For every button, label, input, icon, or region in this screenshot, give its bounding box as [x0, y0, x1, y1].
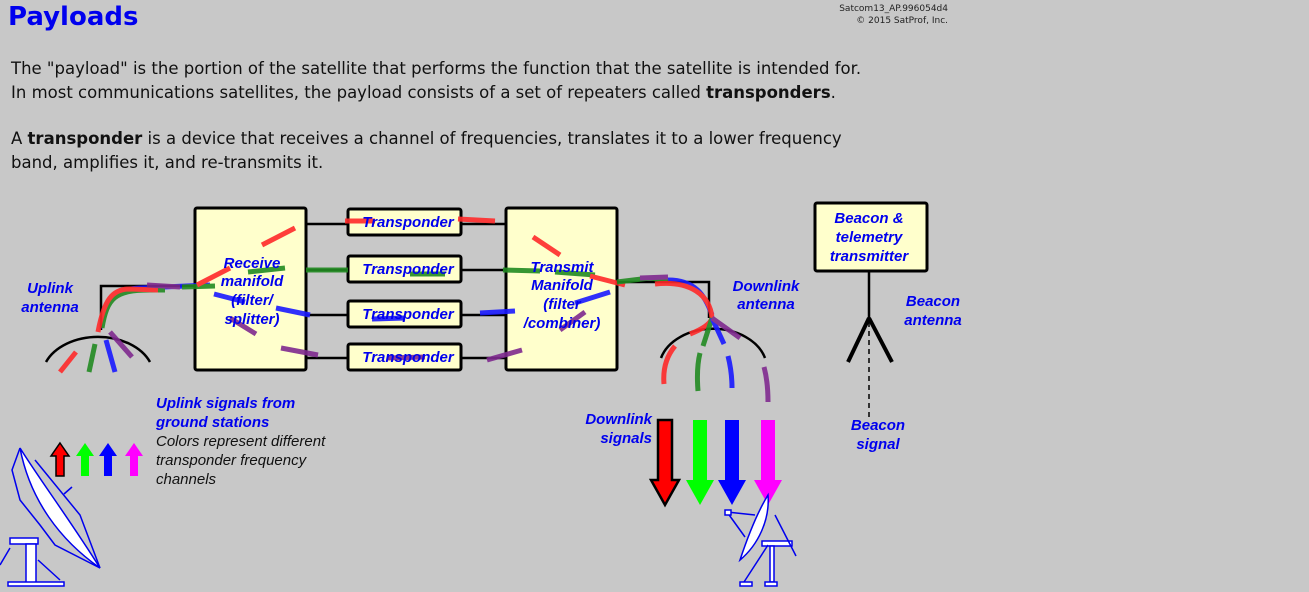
signal-paths: [58, 216, 771, 403]
svg-text:signals: signals: [600, 430, 652, 447]
svg-text:signal: signal: [856, 436, 900, 453]
ground-station-downlink-icon: [724, 492, 797, 587]
svg-text:Uplink signals from: Uplink signals from: [156, 395, 295, 412]
ground-station-uplink-icon: [0, 447, 101, 587]
definition-pre: A: [11, 129, 28, 148]
svg-text:antenna: antenna: [21, 299, 79, 316]
svg-text:/combiner): /combiner): [523, 315, 601, 332]
beacon-transmitter-box: [813, 201, 929, 273]
uplink-antenna-dish-icon: [44, 335, 152, 363]
transmit-manifold-box: [504, 206, 619, 372]
downlink-signals-label: Downlink signals: [585, 411, 652, 447]
term-transponder: transponder: [27, 129, 143, 148]
svg-text:Transmit: Transmit: [530, 259, 594, 276]
uplink-arrow-4: [125, 443, 143, 476]
intro-line-2-text: In most communications satellites, the p…: [11, 82, 707, 102]
intro-paragraph: The "payload" is the portion of the sate…: [11, 57, 861, 104]
svg-text:Downlink: Downlink: [585, 411, 652, 428]
svg-text:telemetry: telemetry: [836, 229, 903, 246]
downlink-arrow-3: [718, 420, 746, 505]
svg-text:Colors represent different: Colors represent different: [156, 433, 326, 450]
svg-text:Beacon &: Beacon &: [834, 210, 903, 227]
beacon-antenna-label: Beacon antenna: [904, 293, 962, 329]
page-title: Payloads: [8, 2, 139, 32]
term-transponders: transponders: [706, 82, 831, 102]
transponder-label-2: Transponder: [362, 261, 455, 278]
transponder-label-3: Transponder: [362, 306, 455, 323]
credit-id: Satcom13_AP.996054d4: [839, 4, 948, 14]
definition-line-1: A transponder is a device that receives …: [11, 127, 842, 151]
svg-text:Beacon: Beacon: [906, 293, 960, 310]
svg-text:Manifold: Manifold: [531, 277, 593, 294]
intro-line-2: In most communications satellites, the p…: [11, 81, 861, 105]
transponder-label-4: Transponder: [362, 349, 455, 366]
svg-text:antenna: antenna: [904, 312, 962, 329]
svg-text:Uplink: Uplink: [27, 280, 73, 297]
svg-text:Beacon: Beacon: [851, 417, 905, 434]
svg-text:Downlink: Downlink: [733, 278, 800, 295]
transponder-label-1: Transponder: [362, 214, 455, 231]
uplink-arrow-3: [99, 443, 117, 476]
beacon-antenna-icon: [846, 317, 894, 363]
credit-copyright: © 2015 SatProf, Inc.: [856, 16, 948, 26]
svg-text:manifold: manifold: [221, 273, 284, 290]
definition-line-2: band, amplifies it, and re-transmits it.: [11, 152, 324, 172]
svg-text:channels: channels: [156, 471, 217, 488]
beacon-box-label: Beacon & telemetry transmitter: [830, 210, 910, 265]
svg-text:Receive: Receive: [224, 255, 281, 272]
svg-text:transponder frequency: transponder frequency: [156, 452, 308, 469]
uplink-signals-caption: Uplink signals from ground stations Colo…: [155, 395, 326, 488]
uplink-antenna-label: Uplink antenna: [21, 280, 79, 316]
downlink-antenna-label: Downlink antenna: [733, 278, 800, 313]
svg-text:splitter): splitter): [224, 311, 279, 328]
svg-text:ground stations: ground stations: [155, 414, 269, 431]
svg-text:transmitter: transmitter: [830, 248, 910, 265]
credit-block: Satcom13_AP.996054d4 © 2015 SatProf, Inc…: [820, 3, 948, 27]
intro-line-2-end: .: [830, 82, 836, 102]
uplink-arrow-2: [76, 443, 94, 476]
intro-line-1: The "payload" is the portion of the sate…: [11, 59, 862, 78]
downlink-arrow-1: [648, 418, 682, 508]
svg-text:antenna: antenna: [737, 296, 795, 313]
definition-paragraph: A transponder is a device that receives …: [11, 127, 842, 174]
uplink-arrows: [49, 441, 143, 477]
beacon-signal-label: Beacon signal: [851, 417, 905, 453]
svg-text:(filter: (filter: [543, 296, 582, 313]
transmit-manifold-label: Transmit Manifold (filter /combiner): [523, 259, 601, 332]
definition-line-1-text: is a device that receives a channel of f…: [142, 129, 842, 148]
downlink-arrows: [648, 418, 782, 508]
downlink-arrow-2: [686, 420, 714, 505]
downlink-antenna-dish-icon: [659, 327, 767, 359]
receive-manifold-label: Receive manifold (filter/ splitter): [221, 255, 284, 328]
uplink-arrow-1: [49, 441, 71, 477]
downlink-arrow-4: [754, 420, 782, 505]
svg-text:(filter/: (filter/: [231, 292, 275, 309]
